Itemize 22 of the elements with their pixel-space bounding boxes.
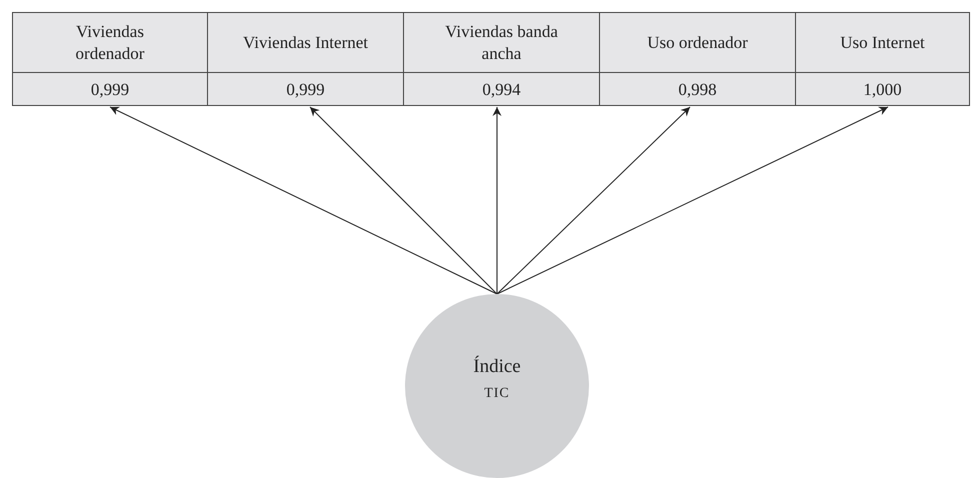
arrow	[496, 106, 888, 294]
table-column	[12, 12, 208, 106]
arrow	[310, 106, 498, 294]
arrow	[110, 106, 498, 294]
header-text: Viviendas banda ancha	[404, 13, 599, 73]
table-column	[600, 12, 796, 106]
value-text: 0,999	[285, 78, 326, 100]
arrow	[492, 106, 502, 294]
index-sublabel: TIC	[484, 386, 510, 402]
arrow	[496, 106, 690, 294]
table-column	[208, 12, 404, 106]
value-text: 0,999	[90, 78, 130, 100]
value-text: 0,994	[481, 78, 522, 100]
header-text: Uso ordenador	[600, 13, 795, 73]
table-column	[404, 12, 600, 106]
value-text: 1,000	[862, 78, 903, 100]
table-column	[796, 12, 970, 106]
value-text: 0,998	[677, 78, 718, 100]
header-text: Uso Internet	[796, 13, 969, 73]
header-text: Viviendas Internet	[208, 13, 403, 73]
header-text: Viviendas ordenador	[13, 13, 207, 73]
index-label: Índice	[473, 356, 521, 378]
